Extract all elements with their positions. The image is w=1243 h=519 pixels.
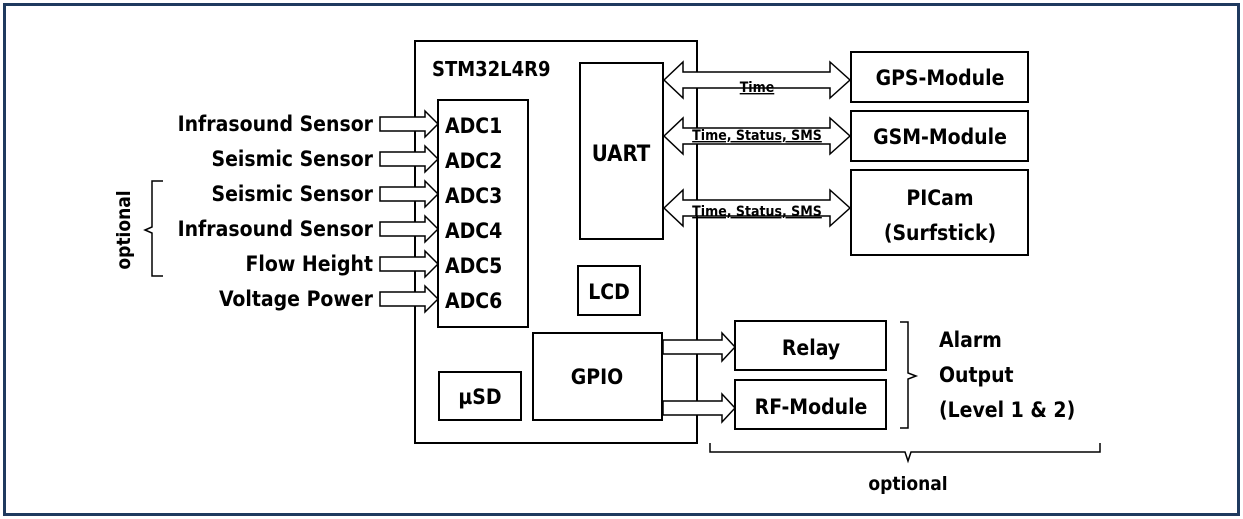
adc-box (437, 99, 529, 328)
input-label: Infrasound Sensor (178, 217, 374, 241)
alarm-label-line3: (Level 1 & 2) (939, 398, 1075, 422)
picam-box (850, 169, 1029, 256)
adc-channel: ADC3 (445, 184, 502, 208)
input-label: Seismic Sensor (212, 147, 374, 171)
mcu-box (414, 40, 698, 444)
optional-inputs-bracket (143, 180, 163, 277)
adc-channel: ADC2 (445, 149, 502, 173)
picam-sublabel: (Surfstick) (884, 221, 996, 245)
input-arrow-4 (379, 214, 440, 244)
uart-gps-link-label: Time (740, 80, 775, 96)
optional-inputs-label: optional (113, 190, 135, 269)
uart-label: UART (592, 142, 651, 167)
input-arrow-5 (379, 249, 440, 279)
input-label: Infrasound Sensor (178, 112, 374, 136)
uart-picam-link-label: Time, Status, SMS (692, 204, 822, 220)
alarm-bracket (900, 321, 919, 429)
gpio-box (532, 332, 663, 421)
gps-module-label: GPS-Module (876, 66, 1005, 90)
gpio-rf-arrow (662, 392, 737, 424)
adc-channel: ADC4 (445, 219, 502, 243)
uart-gsm-arrow (662, 116, 852, 156)
input-arrow-6 (379, 284, 440, 314)
adc-channel: ADC5 (445, 254, 502, 278)
input-label: Voltage Power (219, 287, 374, 311)
gps-module-box (850, 51, 1029, 103)
rf-module-box (734, 379, 887, 430)
adc-channel: ADC6 (445, 289, 502, 313)
gpio-label: GPIO (571, 365, 623, 389)
input-arrow-3 (379, 179, 440, 209)
usd-label: µSD (458, 385, 501, 409)
input-arrow-1 (379, 109, 440, 139)
alarm-label-line2: Output (939, 363, 1014, 387)
uart-gsm-link-label: Time, Status, SMS (692, 128, 822, 144)
picam-label: PICam (906, 186, 973, 210)
rf-module-label: RF-Module (755, 395, 868, 419)
lcd-label: LCD (588, 280, 630, 304)
diagram-frame (3, 3, 1240, 516)
relay-box (734, 320, 887, 371)
relay-label: Relay (782, 336, 840, 360)
gpio-relay-arrow (662, 331, 737, 363)
alarm-label-line1: Alarm (939, 328, 1002, 352)
input-arrow-2 (379, 144, 440, 174)
uart-picam-arrow (662, 188, 852, 228)
input-label: Seismic Sensor (212, 182, 374, 206)
usd-box (438, 371, 522, 421)
input-label: Flow Height (246, 252, 374, 276)
uart-box (579, 62, 664, 240)
uart-gps-arrow (662, 60, 852, 100)
gsm-module-label: GSM-Module (873, 125, 1007, 149)
optional-outputs-bracket (709, 443, 1101, 464)
optional-outputs-label: optional (868, 473, 947, 495)
mcu-title: STM32L4R9 (432, 57, 551, 81)
adc-channel: ADC1 (445, 114, 502, 138)
lcd-box (577, 265, 641, 316)
